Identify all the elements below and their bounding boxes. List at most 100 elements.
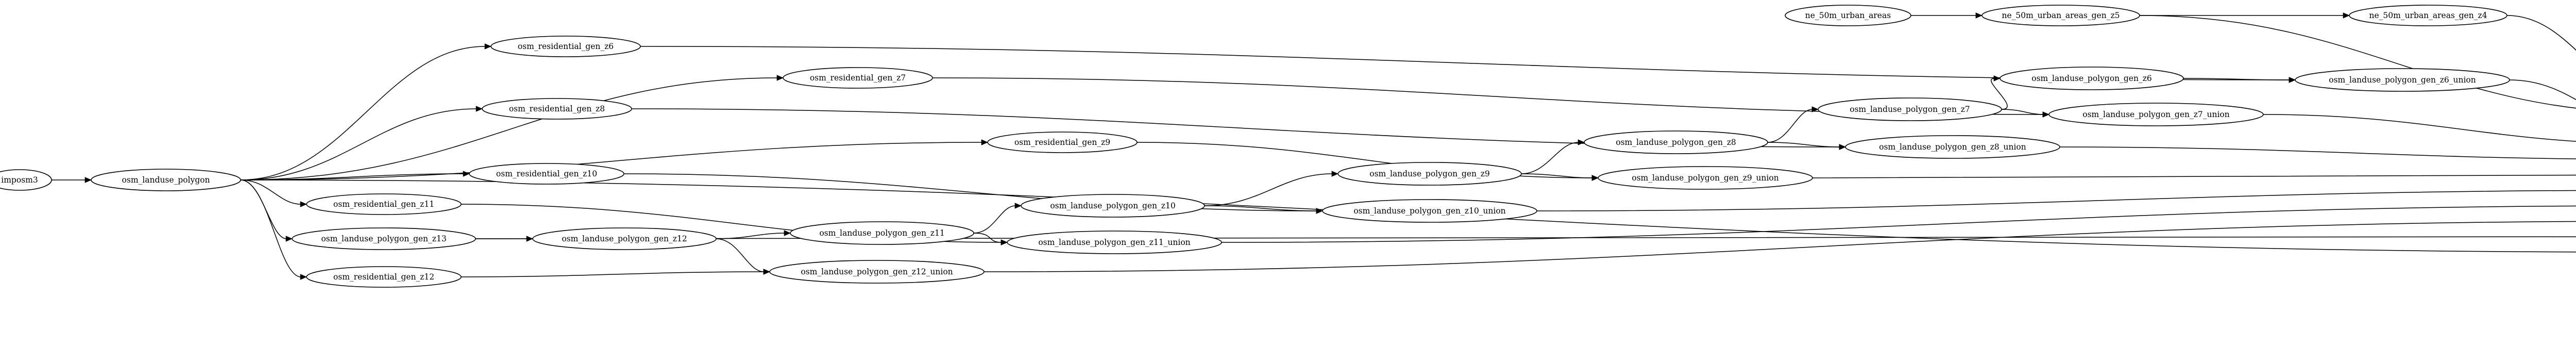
edge-osm_residential_gen_z6-to-osm_landuse_polygon_gen_z6_union bbox=[640, 46, 2290, 80]
edge-ne_50m_urban_areas_gen_z4-to-layer_landuse_z4 bbox=[2506, 15, 2576, 51]
arrowhead-icon bbox=[1578, 139, 1585, 145]
node-shape-osm_residential_gen_z11[interactable] bbox=[306, 193, 462, 215]
node-shape-ne_50m_urban_areas[interactable] bbox=[1785, 5, 1911, 26]
arrowhead-icon bbox=[1331, 171, 1338, 177]
edge-osm_landuse_polygon_gen_z6_union-to-layer_landuse_z6 bbox=[2509, 79, 2576, 101]
node-osm_residential_gen_z8[interactable]: osm_residential_gen_z8 bbox=[482, 98, 632, 120]
node-shape-osm_landuse_polygon_gen_z9_union[interactable] bbox=[1598, 166, 1813, 190]
node-osm_landuse_polygon_gen_z8[interactable]: osm_landuse_polygon_gen_z8 bbox=[1584, 130, 1768, 154]
node-shape-osm_residential_gen_z8[interactable] bbox=[482, 98, 632, 120]
edge-osm_landuse_polygon_gen_z12-to-osm_landuse_polygon_gen_z11 bbox=[716, 233, 785, 239]
arrowhead-icon bbox=[300, 201, 307, 207]
node-shape-ne_50m_urban_areas_gen_z5[interactable] bbox=[1981, 5, 2140, 26]
edge-osm_landuse_polygon_gen_z7-to-osm_landuse_polygon_gen_z7_union bbox=[2001, 109, 2044, 115]
node-shape-osm_landuse_polygon_gen_z11[interactable] bbox=[790, 221, 974, 245]
node-shape-osm_residential_gen_z10[interactable] bbox=[469, 163, 624, 185]
arrowhead-icon bbox=[1316, 208, 1323, 214]
edge-osm_landuse_polygon_gen_z11-to-osm_landuse_polygon_gen_z11_union bbox=[973, 233, 1002, 243]
arrowhead-icon bbox=[476, 106, 483, 112]
node-osm_residential_gen_z10[interactable]: osm_residential_gen_z10 bbox=[469, 163, 624, 185]
arrowhead-icon bbox=[1591, 175, 1599, 181]
node-osm_residential_gen_z12[interactable]: osm_residential_gen_z12 bbox=[306, 266, 462, 288]
edge-osm_landuse_polygon_gen_z7_union-to-layer_landuse_z7 bbox=[2263, 114, 2576, 142]
edge-osm_landuse_polygon-to-osm_landuse_polygon_gen_z13 bbox=[240, 179, 287, 239]
node-osm_landuse_polygon_gen_z6_union[interactable]: osm_landuse_polygon_gen_z6_union bbox=[2295, 68, 2510, 92]
arrowhead-icon bbox=[2343, 12, 2350, 19]
arrowhead-icon bbox=[285, 236, 293, 242]
node-osm_residential_gen_z7[interactable]: osm_residential_gen_z7 bbox=[783, 67, 933, 89]
node-shape-osm_landuse_polygon_gen_z8_union[interactable] bbox=[1845, 135, 2060, 159]
arrowhead-icon bbox=[2042, 111, 2049, 118]
arrowhead-icon bbox=[463, 171, 470, 177]
node-osm_landuse_polygon_gen_z13[interactable]: osm_landuse_polygon_gen_z13 bbox=[292, 227, 476, 250]
edge-osm_landuse_polygon_gen_z12_union-to-layer_landuse_z12 bbox=[984, 221, 2576, 272]
node-shape-osm_landuse_polygon_gen_z8[interactable] bbox=[1584, 130, 1768, 154]
edge-osm_landuse_polygon_gen_z8_union-to-layer_landuse_z8 bbox=[2059, 146, 2576, 159]
edge-osm_landuse_polygon_gen_z8-to-osm_landuse_polygon_gen_z7 bbox=[1767, 109, 1813, 143]
arrowhead-icon bbox=[1993, 75, 2001, 81]
edge-osm_landuse_polygon_gen_z13-to-layer_landuse_z13 bbox=[475, 236, 2576, 239]
node-shape-osm_residential_gen_z7[interactable] bbox=[783, 67, 933, 89]
node-osm_landuse_polygon_gen_z6[interactable]: osm_landuse_polygon_gen_z6 bbox=[1999, 67, 2184, 90]
edge-osm_residential_gen_z12-to-osm_landuse_polygon_gen_z12_union bbox=[461, 271, 765, 277]
node-imposm3[interactable]: imposm3 bbox=[0, 169, 52, 191]
node-osm_landuse_polygon_gen_z12[interactable]: osm_landuse_polygon_gen_z12 bbox=[532, 227, 717, 250]
arrowhead-icon bbox=[1975, 12, 1982, 19]
edge-osm_landuse_polygon_gen_z10_union-to-layer_landuse_z10 bbox=[1536, 190, 2576, 211]
edge-osm_landuse_polygon-to-osm_residential_gen_z6 bbox=[240, 46, 486, 180]
node-osm_landuse_polygon[interactable]: osm_landuse_polygon bbox=[91, 169, 241, 191]
arrowhead-icon bbox=[1811, 106, 1819, 112]
node-shape-osm_landuse_polygon_gen_z12_union[interactable] bbox=[769, 260, 985, 284]
arrowhead-icon bbox=[2289, 77, 2296, 83]
node-shape-osm_landuse_polygon_gen_z10[interactable] bbox=[1021, 194, 1205, 218]
edge-osm_landuse_polygon_gen_z7-to-osm_landuse_polygon_gen_z6 bbox=[1990, 78, 2008, 110]
node-shape-ne_50m_urban_areas_gen_z4[interactable] bbox=[2349, 5, 2507, 26]
node-shape-osm_landuse_polygon_gen_z11_union[interactable] bbox=[1007, 231, 1222, 254]
node-shape-osm_residential_gen_z12[interactable] bbox=[306, 266, 462, 288]
edge-osm_landuse_polygon_gen_z9_union-to-layer_landuse_z9 bbox=[1812, 174, 2576, 178]
arrowhead-icon bbox=[1014, 203, 1022, 209]
node-shape-osm_residential_gen_z6[interactable] bbox=[490, 36, 641, 57]
node-ne_50m_urban_areas_gen_z5[interactable]: ne_50m_urban_areas_gen_z5 bbox=[1981, 5, 2140, 26]
node-shape-osm_landuse_polygon[interactable] bbox=[91, 169, 241, 191]
edge-osm_landuse_polygon_gen_z9-to-osm_landuse_polygon_gen_z8 bbox=[1521, 142, 1579, 174]
node-osm_landuse_polygon_gen_z9_union[interactable]: osm_landuse_polygon_gen_z9_union bbox=[1598, 166, 1813, 190]
node-osm_residential_gen_z6[interactable]: osm_residential_gen_z6 bbox=[490, 36, 641, 57]
node-osm_landuse_polygon_gen_z9[interactable]: osm_landuse_polygon_gen_z9 bbox=[1337, 162, 1522, 186]
node-osm_residential_gen_z9[interactable]: osm_residential_gen_z9 bbox=[987, 131, 1138, 153]
node-shape-osm_landuse_polygon_gen_z7[interactable] bbox=[1818, 97, 2002, 121]
node-osm_landuse_polygon_gen_z11_union[interactable]: osm_landuse_polygon_gen_z11_union bbox=[1007, 231, 1222, 254]
node-shape-osm_residential_gen_z9[interactable] bbox=[987, 131, 1138, 153]
node-shape-osm_landuse_polygon_gen_z12[interactable] bbox=[532, 227, 717, 250]
node-osm_residential_gen_z11[interactable]: osm_residential_gen_z11 bbox=[306, 193, 462, 215]
node-osm_landuse_polygon_gen_z10[interactable]: osm_landuse_polygon_gen_z10 bbox=[1021, 194, 1205, 218]
node-ne_50m_urban_areas_gen_z4[interactable]: ne_50m_urban_areas_gen_z4 bbox=[2349, 5, 2507, 26]
node-shape-osm_landuse_polygon_gen_z9[interactable] bbox=[1337, 162, 1522, 186]
node-shape-imposm3[interactable] bbox=[0, 169, 52, 191]
arrowhead-icon bbox=[776, 75, 784, 81]
arrowhead-icon bbox=[300, 274, 307, 280]
edge-osm_landuse_polygon_gen_z10-to-osm_landuse_polygon_gen_z9 bbox=[1204, 173, 1333, 206]
node-osm_landuse_polygon_gen_z7[interactable]: osm_landuse_polygon_gen_z7 bbox=[1818, 97, 2002, 121]
node-shape-osm_landuse_polygon_gen_z6_union[interactable] bbox=[2295, 68, 2510, 92]
node-osm_landuse_polygon_gen_z12_union[interactable]: osm_landuse_polygon_gen_z12_union bbox=[769, 260, 985, 284]
node-shape-osm_landuse_polygon_gen_z13[interactable] bbox=[292, 227, 476, 250]
arrowhead-icon bbox=[763, 269, 770, 275]
edge-osm_landuse_polygon-to-osm_residential_gen_z8 bbox=[240, 108, 477, 180]
node-shape-osm_landuse_polygon_gen_z7_union[interactable] bbox=[2048, 103, 2264, 126]
node-ne_50m_urban_areas[interactable]: ne_50m_urban_areas bbox=[1785, 5, 1911, 26]
node-osm_landuse_polygon_gen_z11[interactable]: osm_landuse_polygon_gen_z11 bbox=[790, 221, 974, 245]
arrowhead-icon bbox=[84, 177, 92, 183]
node-shape-osm_landuse_polygon_gen_z6[interactable] bbox=[1999, 67, 2184, 90]
node-shape-osm_landuse_polygon_gen_z10_union[interactable] bbox=[1322, 199, 1537, 223]
edge-osm_landuse_polygon_gen_z11_union-to-layer_landuse_z11 bbox=[1221, 205, 2576, 243]
edge-ne_50m_urban_areas_gen_z5-to-layer_landuse_z5 bbox=[2139, 15, 2576, 109]
node-osm_landuse_polygon_gen_z8_union[interactable]: osm_landuse_polygon_gen_z8_union bbox=[1845, 135, 2060, 159]
node-osm_landuse_polygon_gen_z10_union[interactable]: osm_landuse_polygon_gen_z10_union bbox=[1322, 199, 1537, 223]
edge-osm_landuse_polygon-to-osm_residential_gen_z7 bbox=[240, 77, 778, 180]
edge-osm_landuse_polygon_gen_z11-to-osm_landuse_polygon_gen_z10 bbox=[973, 205, 1016, 234]
arrowhead-icon bbox=[1001, 239, 1008, 245]
node-osm_landuse_polygon_gen_z7_union[interactable]: osm_landuse_polygon_gen_z7_union bbox=[2048, 103, 2264, 126]
